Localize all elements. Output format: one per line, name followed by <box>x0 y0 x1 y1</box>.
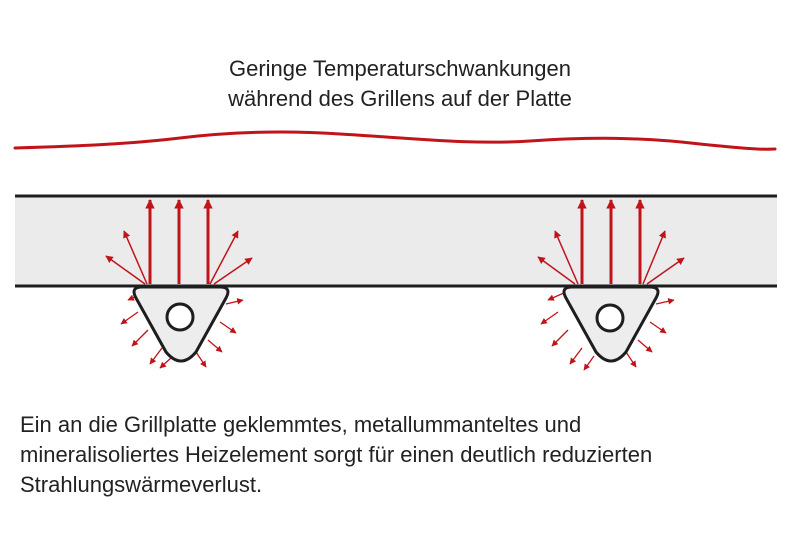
heating-element-left <box>105 199 253 369</box>
heat-arrow-diag <box>213 257 253 285</box>
radiation-arrow <box>551 329 569 347</box>
radiation-arrow <box>540 311 559 325</box>
radiation-arrow <box>149 347 163 365</box>
radiation-arrow <box>219 321 237 334</box>
radiation-arrow <box>195 351 207 368</box>
caption: Ein an die Grillplatte geklemmtes, metal… <box>20 410 780 500</box>
radiation-arrow <box>120 311 139 325</box>
heating-element-core <box>165 302 195 332</box>
heat-arrow-diag <box>105 255 146 285</box>
radiation-arrow <box>159 356 173 369</box>
radiation-arrow <box>225 298 244 305</box>
radiation-arrow <box>207 339 223 353</box>
radiation-arrow <box>637 339 653 353</box>
caption-line-3: Strahlungswärmeverlust. <box>20 472 263 497</box>
heat-arrow-diag <box>209 230 239 285</box>
radiation-arrow <box>131 329 149 347</box>
temperature-curve <box>13 130 777 151</box>
heat-arrow-diag <box>554 230 579 285</box>
heating-element-right <box>537 199 685 371</box>
radiation-arrow <box>649 321 667 334</box>
heat-arrow-diag <box>646 257 685 285</box>
radiation-arrow <box>655 298 675 305</box>
heat-arrow-diag <box>642 230 666 285</box>
radiation-arrow <box>583 355 595 371</box>
radiation-arrow <box>569 347 583 365</box>
heating-element-core <box>595 303 625 333</box>
caption-line-2: mineralisoliertes Heizelement sorgt für … <box>20 442 653 467</box>
title-line-2: während des Grillens auf der Platte <box>228 86 572 111</box>
heat-arrow-diag <box>123 230 148 285</box>
diagram-title: Geringe Temperaturschwankungen während d… <box>0 54 800 114</box>
caption-line-1: Ein an die Grillplatte geklemmtes, metal… <box>20 412 582 437</box>
heat-arrow-diag <box>537 256 576 285</box>
radiation-arrow <box>625 351 637 368</box>
title-line-1: Geringe Temperaturschwankungen <box>228 56 572 81</box>
